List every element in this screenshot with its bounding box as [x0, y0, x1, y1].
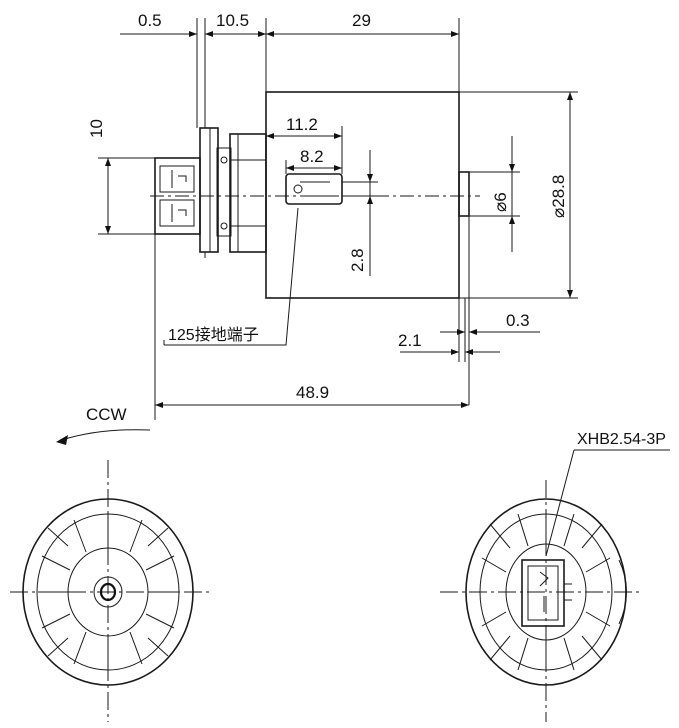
- terminal-plate: [199, 127, 219, 253]
- dimension-lines: [98, 18, 578, 420]
- dim-shaft-diameter: ⌀6: [491, 192, 510, 212]
- shaft-stub: [458, 171, 470, 217]
- ground-terminal-label: 125接地端子: [168, 326, 259, 344]
- dim-shaft-flat-inner: 8.2: [300, 147, 324, 166]
- connector-rear: [521, 559, 565, 627]
- shaft-flat: [285, 173, 343, 205]
- dim-flat-depth: 2.8: [348, 248, 367, 272]
- dim-bushing-length: 2.1: [398, 331, 422, 350]
- dim-body-diameter: ⌀28.8: [549, 175, 568, 218]
- dim-body-length: 29: [352, 11, 371, 30]
- side-view: [150, 91, 480, 299]
- dim-bushing-gap: 0.3: [506, 311, 530, 330]
- rotation-label: CCW: [86, 405, 127, 424]
- ccw-arrow: [61, 429, 151, 441]
- dim-flange: 0.5: [138, 11, 162, 30]
- dim-connector-height: 10: [87, 119, 106, 138]
- dim-connector-length: 10.5: [216, 11, 249, 30]
- connector-type-label: XHB2.54-3P: [577, 431, 666, 448]
- rear-view: XHB2.54-3P: [440, 431, 670, 722]
- dimension-labels: 0.5 10.5 29 10 11.2 8.2 2.8 ⌀6 ⌀28.8 2.1…: [87, 11, 568, 402]
- rear-cap: [229, 133, 267, 253]
- dim-overall-length: 48.9: [296, 383, 329, 402]
- dim-shaft-flat-length: 11.2: [286, 115, 318, 134]
- front-view: CCW: [10, 405, 210, 722]
